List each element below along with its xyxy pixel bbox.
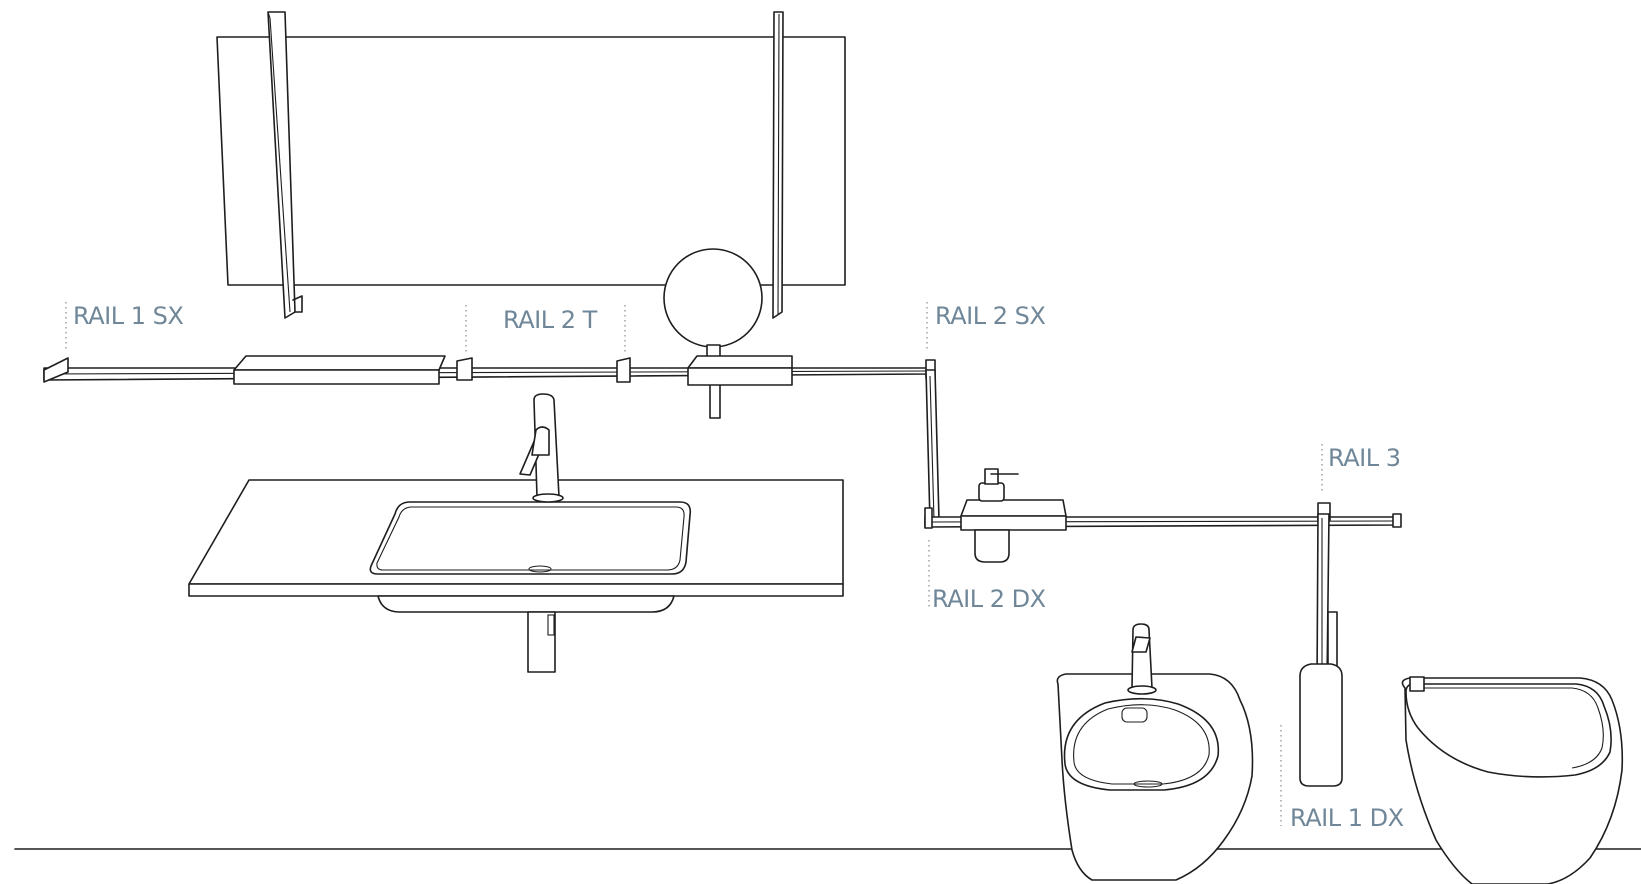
vertical-rail xyxy=(925,369,940,523)
toilet xyxy=(1401,676,1624,884)
mirror-left-bar xyxy=(267,11,303,319)
lower-rail xyxy=(924,468,1402,563)
leader-lines xyxy=(65,302,1323,826)
label-rail-2-t: RAIL 2 T xyxy=(503,306,597,334)
mirror-right-bar xyxy=(772,11,784,319)
label-rail-2-sx: RAIL 2 SX xyxy=(935,302,1046,330)
label-rail-1-dx: RAIL 1 DX xyxy=(1290,804,1404,832)
bidet xyxy=(1056,623,1254,881)
basin-faucet xyxy=(519,393,564,503)
mirror xyxy=(216,36,846,286)
round-mirror xyxy=(663,248,763,419)
label-rail-3: RAIL 3 xyxy=(1328,444,1401,472)
vanity-top xyxy=(188,479,844,673)
toilet-brush xyxy=(1299,611,1343,787)
label-rail-1-sx: RAIL 1 SX xyxy=(73,302,184,330)
label-rail-2-dx: RAIL 2 DX xyxy=(932,585,1046,613)
upper-rail xyxy=(43,355,936,386)
